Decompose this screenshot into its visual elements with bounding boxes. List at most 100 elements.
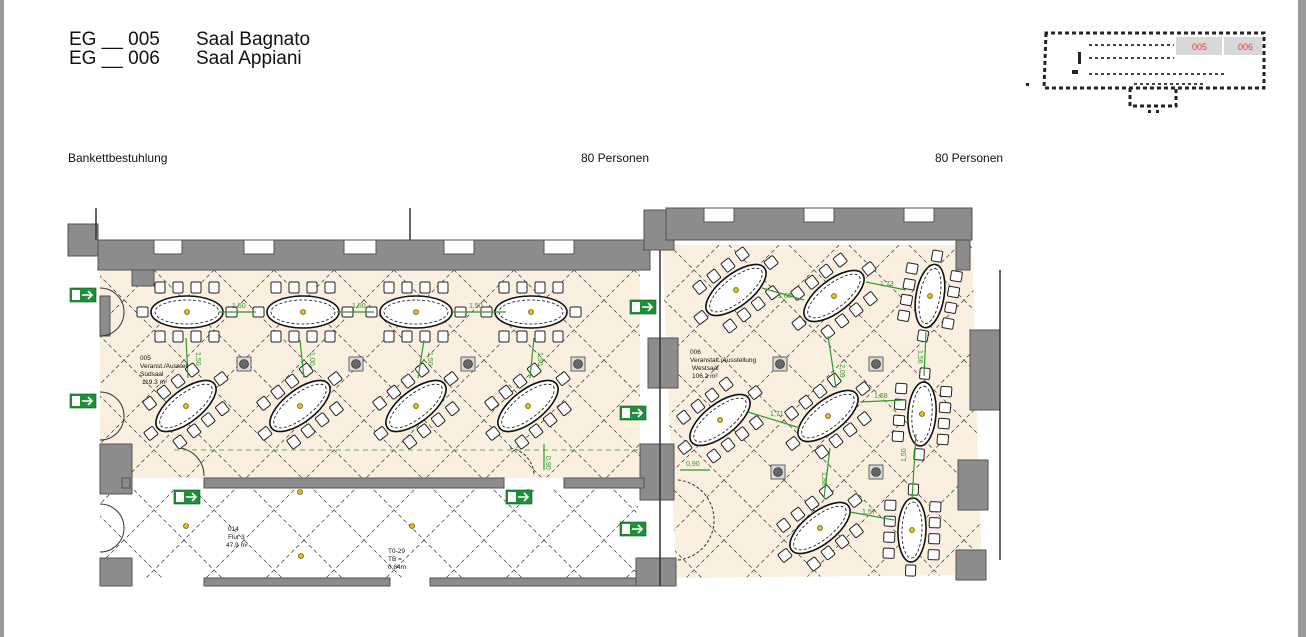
light-fixture-icon (183, 523, 189, 529)
room-014-area: 47.9 m² (226, 542, 249, 549)
chair (907, 483, 920, 496)
chair (156, 384, 172, 400)
banquet-table (882, 483, 942, 577)
room-code-006: EG __ 006 (69, 48, 160, 69)
minimap-label-006: 006 (1238, 42, 1253, 52)
light-fixture-icon (300, 309, 306, 315)
drawing-sheet: EG __ 005 Saal Bagnato EG __ 006 Saal Ap… (4, 0, 1298, 637)
chair (286, 434, 302, 450)
banquet-table (142, 362, 230, 450)
room-code-005: EG __ 005 (69, 29, 160, 50)
chair (818, 484, 834, 500)
light-fixture-icon (525, 403, 531, 409)
chair (443, 371, 459, 386)
chair (949, 270, 963, 283)
emergency-exit-sign-icon (505, 489, 533, 505)
dim-label: 0,90 (686, 461, 700, 468)
chair (919, 367, 931, 380)
emergency-exit-sign-icon (173, 489, 201, 505)
chair (916, 329, 930, 343)
chair (416, 423, 432, 439)
room-006-use: Veranstalt./Ausstellung (690, 357, 757, 364)
chair (883, 531, 896, 543)
chair (324, 281, 336, 294)
chair (941, 317, 955, 330)
chair (172, 330, 184, 343)
floor-plan: 1,50 1,50 1,50 1,60 1,73 2,09 1,56 1,71 … (67, 207, 1001, 587)
banquet-table (256, 362, 344, 450)
chair (437, 330, 449, 343)
room-006-area: 106.2 m² (692, 373, 718, 380)
chair (693, 310, 709, 325)
chair (419, 281, 431, 294)
chair (383, 330, 395, 343)
chair (884, 499, 897, 511)
chair (516, 330, 528, 343)
chair (677, 440, 693, 455)
chair (154, 330, 166, 343)
chair (806, 556, 822, 572)
dim-label: 1,57 (862, 509, 876, 516)
chair (569, 306, 582, 318)
chair (288, 330, 300, 343)
emergency-exit-sign-icon (619, 521, 647, 537)
chair (818, 263, 834, 279)
chair (834, 534, 850, 550)
chair (937, 417, 951, 430)
chair (498, 384, 514, 400)
chair (373, 426, 389, 441)
location-minimap: 005 006 (1026, 31, 1266, 113)
chair (190, 281, 202, 294)
emergency-exit-signs (69, 287, 657, 537)
room-006-name: Westsaal (692, 365, 719, 372)
chair (172, 434, 188, 450)
room-005-name: Südsaal (140, 371, 164, 378)
seating-layout-label: Bankettbestuhlung (68, 151, 168, 165)
light-fixture-icon (413, 309, 419, 315)
chair (855, 381, 871, 396)
chair (555, 371, 571, 386)
chair (213, 371, 229, 386)
chair (690, 398, 706, 414)
banquet-tables (136, 246, 963, 577)
light-fixture-icon (528, 309, 534, 315)
light-fixture-icon (413, 403, 419, 409)
chair (814, 444, 830, 460)
chair (863, 291, 878, 306)
pillar-icon-group (183, 356, 884, 559)
dimension-lines (185, 281, 927, 521)
dim-label: 1,73 (880, 281, 894, 288)
chair (142, 396, 157, 411)
capacity-005: 80 Personen (581, 151, 650, 165)
light-fixture-icon (298, 553, 304, 559)
dim-label: 1,50 (536, 352, 543, 366)
chair (172, 281, 184, 294)
light-fixture-icon (825, 413, 831, 419)
chair (776, 518, 791, 533)
chair (208, 330, 220, 343)
chair (386, 384, 402, 400)
chair (437, 281, 449, 294)
chair (534, 330, 546, 343)
dim-label: 1,88 (820, 472, 827, 486)
banquet-table (784, 372, 872, 460)
chair (430, 412, 446, 428)
chair (882, 547, 895, 559)
light-fixture-icon (717, 417, 723, 423)
chair (718, 376, 734, 392)
chair (904, 564, 917, 577)
light-fixture-icon (919, 411, 925, 417)
chair (883, 515, 896, 527)
chair (939, 385, 953, 398)
banquet-table (136, 281, 238, 343)
chair (557, 401, 572, 416)
chair (190, 330, 202, 343)
dim-label: 1,50 (352, 303, 366, 310)
room-005-use: Veranst./Ausstell (140, 363, 189, 370)
chair (419, 330, 431, 343)
chair (200, 412, 216, 428)
chair (284, 373, 300, 389)
chair (734, 246, 750, 262)
dim-label: 1,56 (916, 350, 923, 364)
banquet-table (365, 281, 467, 343)
